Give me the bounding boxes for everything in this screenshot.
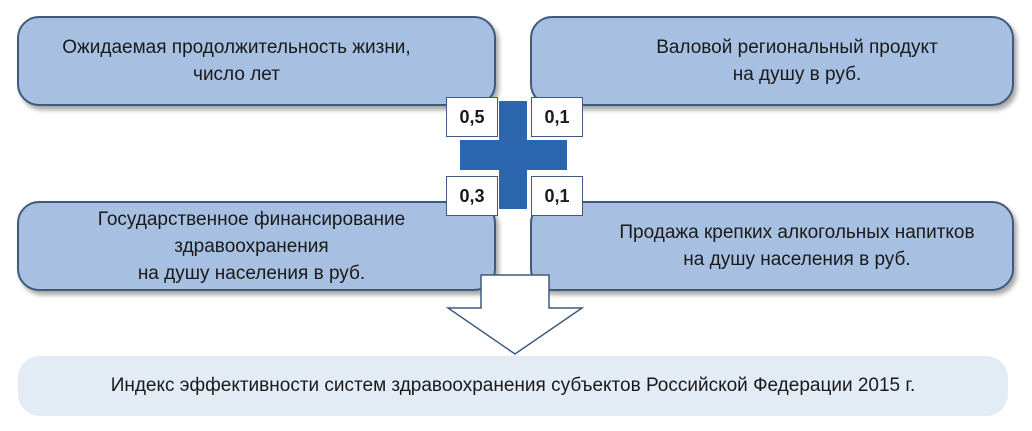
- plus-icon-horizontal: [460, 140, 567, 170]
- weight-life-expectancy: 0,5: [446, 97, 498, 137]
- factor-state-health-funding: Государственное финансирование здравоохр…: [17, 201, 496, 291]
- result-index-box: Индекс эффективности систем здравоохране…: [18, 356, 1008, 416]
- factor-state-health-funding-label: Государственное финансирование здравоохр…: [97, 208, 406, 284]
- weight-state-health-funding: 0,3: [446, 176, 498, 216]
- weight-strong-alcohol-sales: 0,1: [531, 176, 583, 216]
- weight-grp-per-capita: 0,1: [531, 97, 583, 137]
- factor-life-expectancy: Ожидаемая продолжительность жизни, число…: [17, 16, 496, 106]
- factor-grp-per-capita: Валовой региональный продукт на душу в р…: [530, 16, 1014, 106]
- factor-strong-alcohol-sales: Продажа крепких алкогольных напитков на …: [530, 201, 1014, 291]
- factor-life-expectancy-label: Ожидаемая продолжительность жизни, число…: [62, 37, 411, 85]
- factor-grp-per-capita-label: Валовой региональный продукт на душу в р…: [656, 37, 938, 85]
- down-arrow-icon: [446, 274, 585, 355]
- factor-strong-alcohol-sales-label: Продажа крепких алкогольных напитков на …: [619, 222, 975, 270]
- result-index-label: Индекс эффективности систем здравоохране…: [110, 375, 916, 396]
